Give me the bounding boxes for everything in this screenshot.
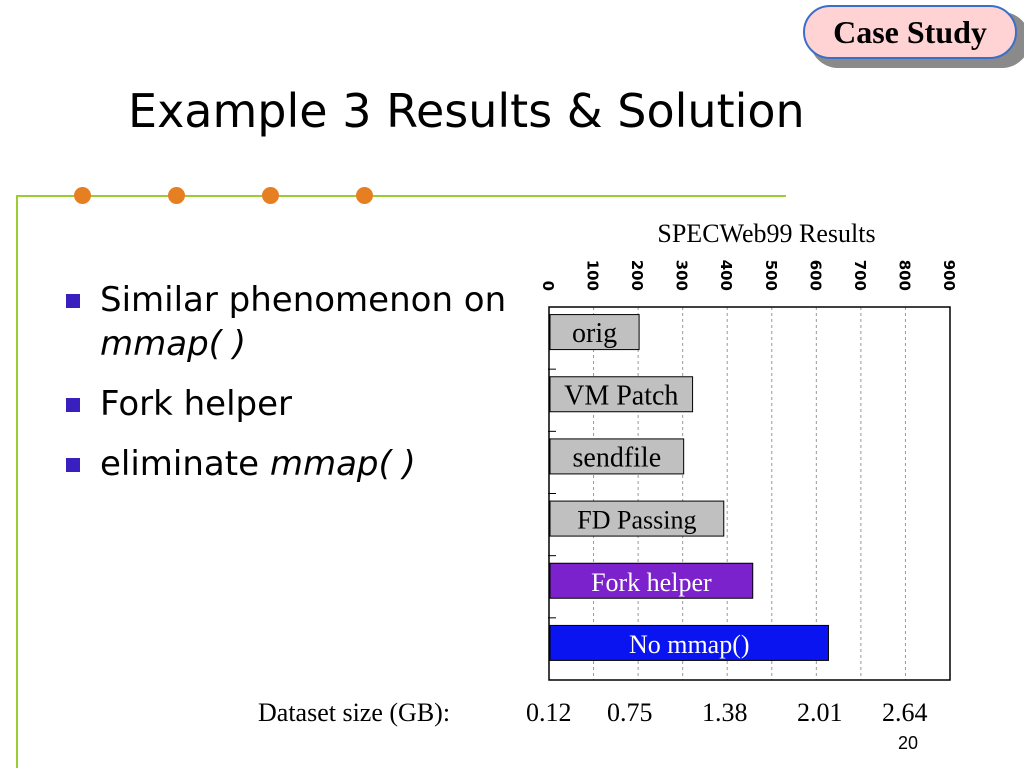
bullet-item: eliminate mmap( ) [62, 442, 532, 486]
bullet-text: Fork helper [100, 384, 293, 424]
x-tick-label: 200 [628, 260, 646, 291]
bullet-item: Similar phenomenon on mmap( ) [62, 278, 532, 366]
bar-label: Fork helper [591, 568, 712, 597]
case-study-badge: Case Study [803, 5, 1017, 59]
dataset-size-value: 1.38 [702, 698, 748, 727]
bullet-square-icon [66, 294, 80, 308]
bullet-text: eliminate [100, 444, 270, 484]
bar [549, 624, 829, 661]
decor-dot [168, 187, 185, 204]
bar-label: sendfile [573, 442, 662, 473]
x-tick-label: 600 [806, 260, 824, 291]
bullet-item: Fork helper [62, 382, 532, 426]
bar [549, 500, 725, 537]
dataset-size-value: 0.12 [526, 698, 572, 727]
x-tick-label: 0 [539, 281, 557, 291]
bullet-text: Similar phenomenon on [100, 280, 507, 320]
bar [549, 314, 640, 351]
decor-dot [74, 187, 91, 204]
dataset-size-value: 2.01 [797, 698, 843, 727]
x-tick-label: 500 [762, 260, 780, 291]
chart-title: SPECWeb99 Results [657, 219, 875, 248]
bullet-square-icon [66, 458, 80, 472]
bullet-emphasis: mmap( ) [100, 324, 246, 364]
plot-area [548, 306, 951, 681]
frame-left-line [16, 195, 18, 768]
bar-label: orig [572, 318, 617, 349]
bar-label: FD Passing [577, 506, 696, 535]
bar [549, 376, 694, 413]
dataset-size-value: 0.75 [607, 698, 653, 727]
bullet-emphasis: mmap( ) [269, 444, 416, 484]
bullet-square-icon [66, 398, 80, 412]
x-tick-label: 700 [851, 260, 869, 291]
frame-top-line [16, 195, 786, 197]
bar [549, 438, 685, 475]
bar [549, 562, 754, 599]
decor-dot [262, 187, 279, 204]
page-number: 20 [898, 733, 919, 753]
dataset-size-value: 2.64 [882, 698, 928, 727]
slide-title: Example 3 Results & Solution [128, 84, 805, 138]
decor-dot [356, 187, 373, 204]
x-tick-label: 400 [717, 260, 735, 291]
x-tick-label: 100 [584, 260, 602, 291]
x-tick-label: 800 [895, 260, 913, 291]
bar-label: VM Patch [564, 380, 678, 411]
x-tick-label: 900 [940, 260, 958, 291]
bullet-list: Similar phenomenon on mmap( ) Fork helpe… [62, 278, 532, 502]
dataset-size-label: Dataset size (GB): [258, 698, 450, 727]
x-tick-label: 300 [673, 260, 691, 291]
bar-label: No mmap() [629, 630, 750, 659]
